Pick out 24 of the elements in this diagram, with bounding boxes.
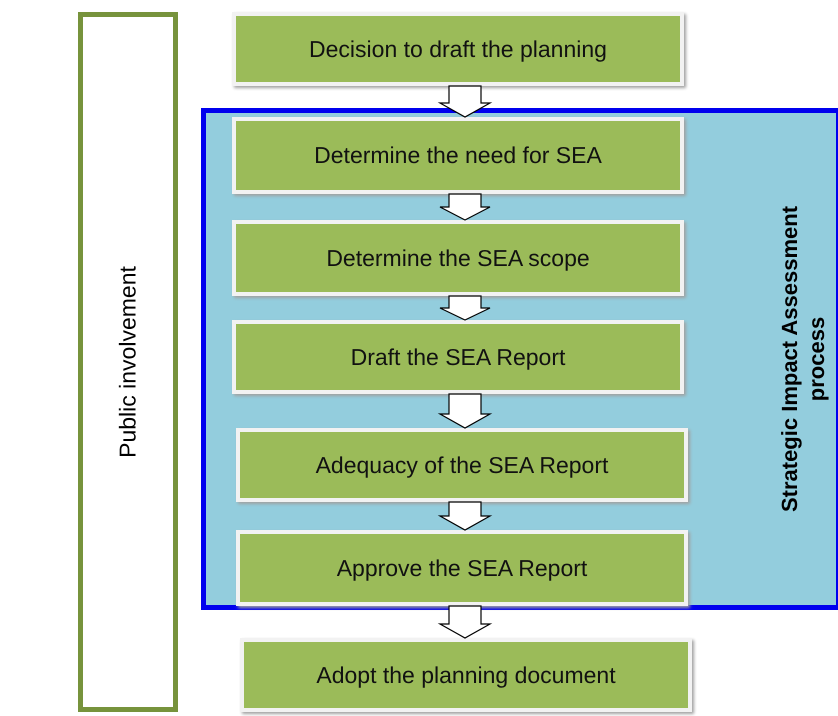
step-label: Determine the SEA scope (326, 244, 590, 272)
block-arrow (438, 85, 492, 118)
block-arrow (438, 501, 492, 531)
step-label: Decision to draft the planning (309, 36, 607, 62)
step-label: Determine the need for SEA (314, 142, 602, 169)
process-box (232, 12, 684, 86)
step-label: Adequacy of the SEA Report (316, 452, 608, 478)
block-arrow (438, 605, 492, 639)
process-label: Strategic Impact Assessment process (776, 204, 830, 514)
process-box (236, 530, 688, 606)
process-box (232, 320, 684, 394)
step-label: Adopt the planning document (316, 662, 616, 688)
block-arrow (439, 193, 491, 221)
process-box (236, 428, 688, 502)
block-arrow (439, 295, 491, 321)
process-box (232, 220, 684, 296)
group-label: Public involvement (114, 266, 142, 458)
process-box (240, 638, 692, 712)
step-label: Approve the SEA Report (336, 554, 588, 582)
process-box (232, 117, 684, 194)
group-bar (78, 12, 178, 712)
step-label: Draft the SEA Report (350, 344, 566, 370)
block-arrow (438, 393, 492, 429)
process-panel (201, 108, 838, 610)
